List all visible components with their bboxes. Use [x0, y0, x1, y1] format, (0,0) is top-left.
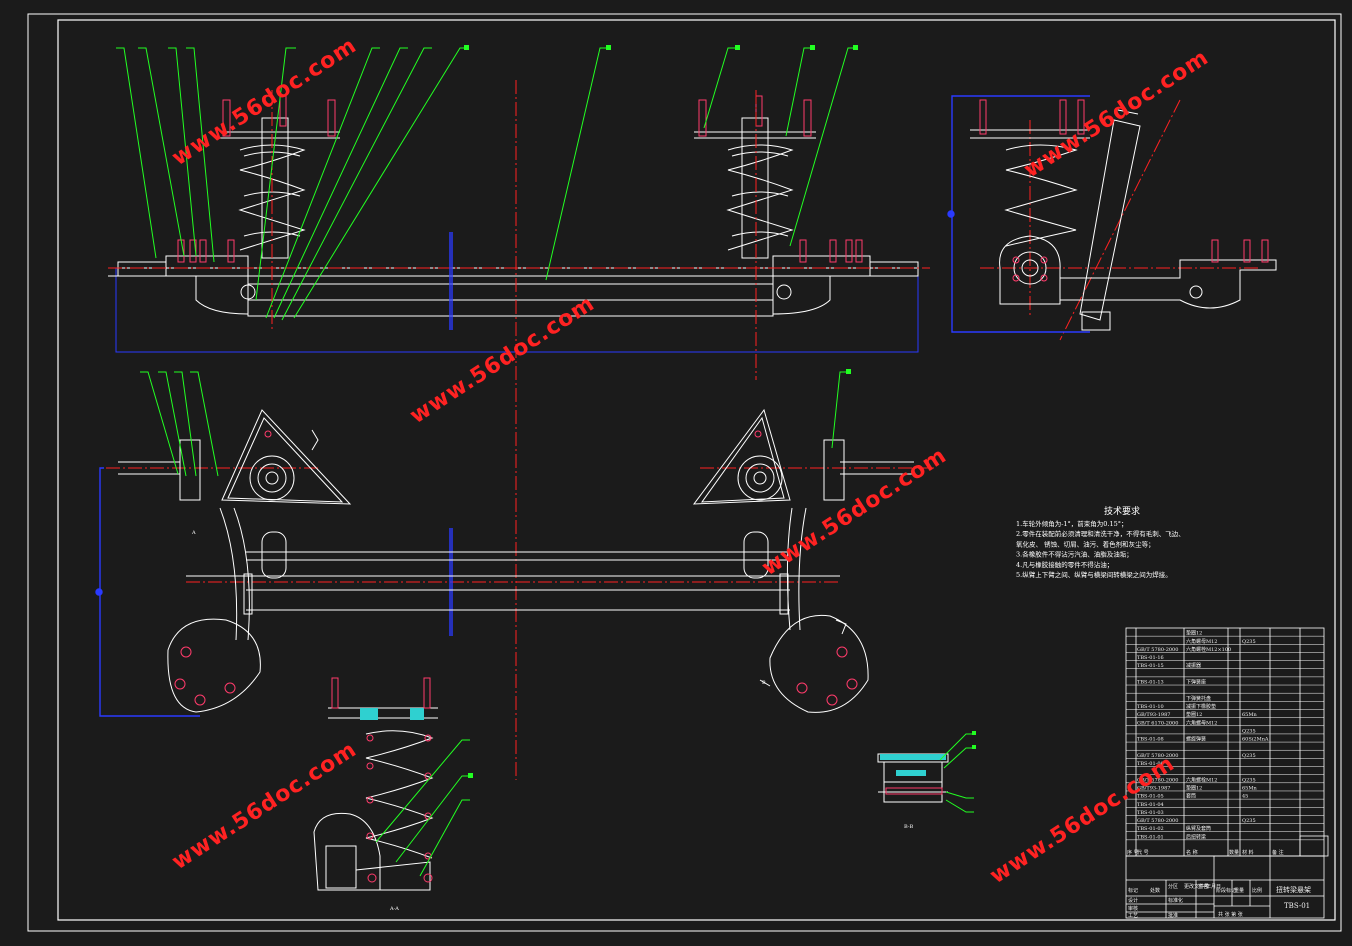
parts-cell: 垫圈12 [1186, 711, 1202, 718]
section-mark-b: B [762, 680, 766, 686]
tech-requirement-line: 2.零件在装配前必须清理和清洗干净，不得有毛刺、飞边、 [1016, 529, 1185, 538]
parts-cell: TBS-01-04 [1137, 802, 1164, 808]
section-aa-bolts [331, 677, 433, 883]
sign-label: 审核 [1128, 905, 1138, 912]
parts-cell: 垫圈12 [1186, 630, 1202, 637]
parts-cell: 下弹簧座 [1186, 679, 1206, 686]
parts-header-cell: 名 称 [1186, 849, 1198, 856]
parts-cell: GB/T93-1987 [1137, 785, 1170, 791]
top-view [118, 408, 914, 713]
parts-header-cell: 材 料 [1242, 849, 1254, 856]
section-bb-label: B-B [904, 824, 913, 830]
drawing-number: TBS-01 [1284, 902, 1310, 910]
parts-header-cell: 备 注 [1272, 849, 1284, 856]
section-markers [311, 429, 847, 687]
parts-cell: Q235 [1242, 818, 1256, 824]
parts-header-cell: 数量 [1229, 849, 1239, 856]
sign-label: 处数 [1150, 887, 1160, 894]
title-block-sign-labels: 标记 处数 分区更改文件号签名年月日设计 标准化 阶段标记重量 比例审核工艺 批准 共 张 第… [1128, 883, 1262, 919]
parts-cell: 垫圈12 [1186, 784, 1202, 791]
parts-cell: GB/T 5780-2000 [1137, 753, 1178, 759]
parts-cell: GB/T 5780-2000 [1137, 647, 1178, 653]
section-mark-a: A [191, 530, 196, 536]
parts-cell: Q235 [1242, 753, 1256, 759]
sign-label: 更改文件号 [1184, 883, 1209, 890]
inner-frame [57, 19, 1336, 921]
parts-cell: 六角螺母M12 [1186, 719, 1217, 726]
parts-cell: TBS-01-15 [1137, 663, 1164, 669]
sign-label: 批准 [1168, 912, 1178, 919]
section-aa-label: A-A [389, 906, 399, 912]
parts-cell: 下弹簧托盘 [1186, 695, 1211, 702]
drawing-name: 扭转梁悬架 [1276, 885, 1311, 894]
sign-label: 工艺 [1128, 913, 1138, 919]
sign-label: 阶段标记 [1216, 887, 1236, 894]
parts-cell: TBS-01-10 [1137, 704, 1164, 710]
tech-requirement-line: 5.纵臂上下臂之间、纵臂与横梁间转横梁之间为焊接。 [1016, 570, 1172, 579]
side-view-bolts [979, 99, 1269, 282]
parts-cell: GB/T 5780-2000 [1137, 777, 1178, 783]
sign-label: 重量 [1234, 887, 1244, 894]
parts-cell: TBS-01-16 [1137, 655, 1164, 661]
parts-cell: TBS-01-05 [1137, 794, 1164, 800]
tech-requirement-line: 3.各橡胶件不得沾污汽油、油脂及油垢； [1016, 550, 1133, 559]
sign-label: 标准化 [1168, 897, 1183, 904]
parts-cell: Q235 [1242, 728, 1256, 734]
parts-cell: 六角螺母M12 [1186, 638, 1217, 645]
parts-cell: Q235 [1242, 777, 1256, 783]
center-lines [106, 80, 1260, 780]
parts-cell: 65Mn [1242, 785, 1257, 791]
parts-cell: 减振下橡胶垫 [1186, 703, 1216, 710]
parts-cell: 纵臂及套筒 [1186, 825, 1211, 832]
parts-cell: TBS-01-08 [1137, 737, 1164, 743]
parts-cell: 六角螺栓M12×100 [1186, 646, 1231, 653]
tech-requirement-line: 1.车轮外倾角为-1°，前束角为0.15°； [1016, 519, 1128, 528]
sign-label: 比例 [1252, 887, 1262, 894]
section-aa-hatch [360, 708, 424, 720]
parts-header-cell: 代 号 [1137, 849, 1149, 856]
section-bb-bolt [885, 787, 943, 795]
tech-requirements-list: 1.车轮外倾角为-1°，前束角为0.15°；2.零件在装配前必须清理和清洗干净，… [1016, 519, 1185, 579]
parts-cell: 后扭转梁 [1186, 833, 1206, 840]
tech-requirement-line: 氧化皮、 锈蚀、切屑、油污、着色剂和灰尘等； [1016, 539, 1155, 548]
front-view [108, 117, 919, 353]
parts-cell: 45 [1242, 794, 1248, 800]
parts-cell: 65Mn [1242, 712, 1257, 718]
parts-cell: GB/T 6170-2000 [1137, 720, 1178, 726]
parts-header-cell: 序 号 [1127, 849, 1139, 856]
top-view-holes [174, 430, 858, 706]
parts-cell: 减振器 [1186, 662, 1201, 669]
parts-cell: 60Si2MnA [1242, 737, 1269, 743]
sign-label: 签名 [1198, 883, 1208, 890]
parts-cell: TBS-01-02 [1137, 826, 1164, 832]
parts-cell: 套筒 [1186, 793, 1196, 800]
side-view [970, 109, 1277, 331]
tech-requirement-line: 4.凡与橡胶接触的零件不得沾油； [1016, 560, 1113, 569]
outer-border [27, 13, 1342, 932]
sign-label: 设计 [1128, 897, 1138, 904]
parts-cell: 螺旋弹簧 [1186, 736, 1206, 743]
parts-cell: TBS-01-13 [1137, 680, 1164, 686]
parts-cell: GB/T 5780-2000 [1137, 818, 1178, 824]
sign-label: 分区 [1168, 883, 1178, 890]
parts-cell: TBS-01-06 [1137, 761, 1164, 767]
parts-cell: 六角螺栓M12 [1186, 776, 1217, 783]
parts-cell: GB/T93-1987 [1137, 712, 1170, 718]
sign-label: 共 张 第 张 [1218, 911, 1243, 918]
parts-cell: Q235 [1242, 639, 1256, 645]
sign-label: 标记 [1128, 887, 1138, 894]
parts-cell: TBS-01-03 [1137, 810, 1164, 816]
tech-requirements-title: 技术要求 [1104, 505, 1140, 517]
parts-cell: TBS-01-01 [1137, 834, 1164, 840]
sign-label: 年月日 [1206, 883, 1221, 890]
leader-tags [464, 45, 976, 778]
dimension-marks [95, 95, 1090, 717]
section-bb-hatch [880, 754, 946, 776]
